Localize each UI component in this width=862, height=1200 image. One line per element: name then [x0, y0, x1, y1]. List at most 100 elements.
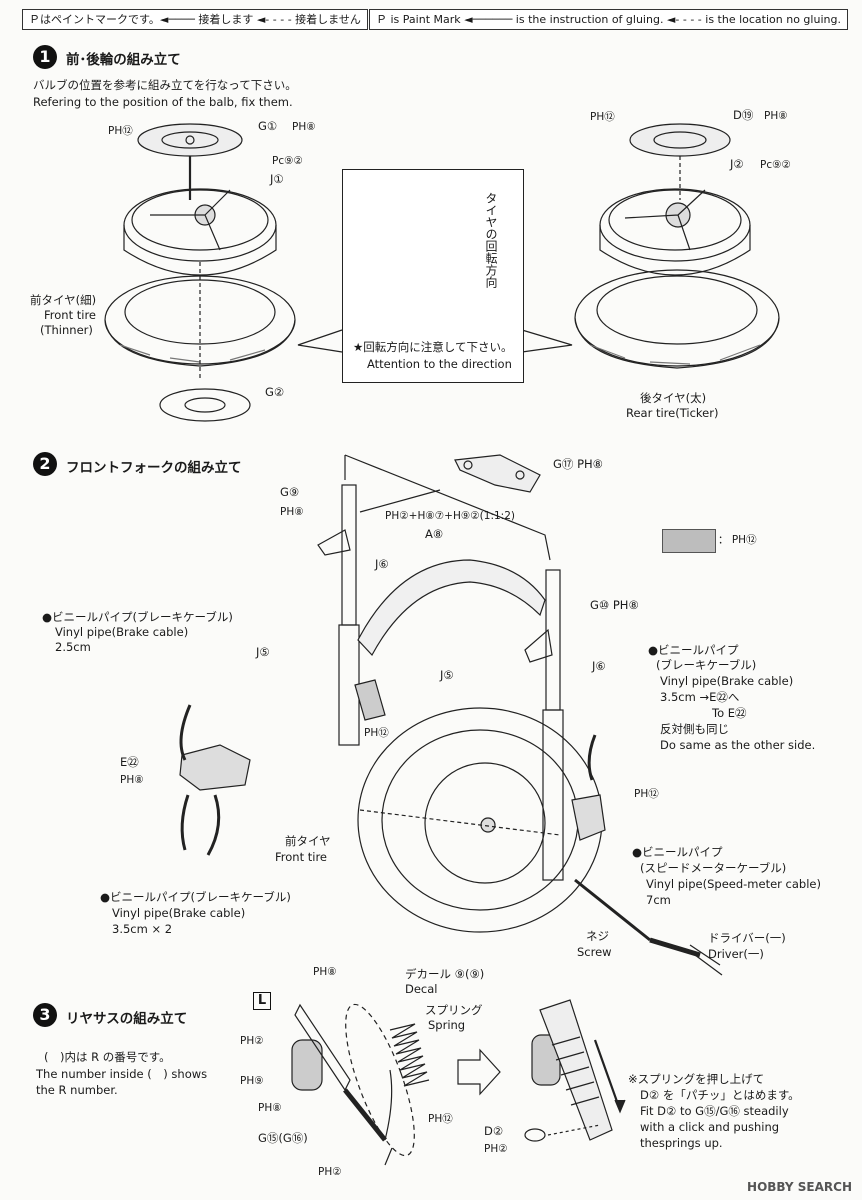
rear-tire-jp-label: 後タイヤ(太) [640, 391, 707, 405]
paint-swatch [662, 529, 716, 553]
driver-en: Driver(一) [708, 947, 764, 961]
attention-jp: ★回転方向に注意して下さい。 [353, 340, 513, 354]
part-j5-left: J⑤ [256, 645, 270, 659]
part-j2: J② [730, 157, 744, 171]
screw-and-driver [574, 878, 723, 976]
fit-note-jp2: D② を「パチッ」とはめます。 [640, 1088, 800, 1102]
paint-mark-ph8-shock: PH⑧ [313, 966, 337, 978]
spring-en: Spring [428, 1018, 466, 1032]
vinyl-speedo-en: Vinyl pipe(Speed-meter cable) [646, 877, 821, 891]
part-j5-mid: J⑤ [440, 668, 454, 682]
front-tire-en-label: Front tire [44, 308, 96, 322]
fit-note-en2: with a click and pushing [640, 1120, 780, 1134]
paint-mark-ph8-rear: PH⑧ [764, 110, 788, 122]
vinyl-speedo-size: 7cm [646, 893, 671, 907]
front-tire-jp-2: 前タイヤ [285, 834, 331, 848]
rotation-direction-label: タイヤの回転方向 [484, 192, 498, 288]
paint-mark-pc92: Pc⑨② [272, 155, 303, 167]
paint-mark-ph12-rear: PH⑫ [590, 111, 615, 123]
vinyl-speedo-jp1: ●ビニールパイプ [632, 845, 723, 859]
paint-mark-ph12-shock: PH⑫ [428, 1113, 453, 1125]
section-number-1: 1 [33, 45, 57, 69]
fit-note-jp1: ※スプリングを押し上げて [628, 1072, 765, 1086]
paint-mix-ratio: PH②+H⑧⑦+H⑨②(1:1:2) [385, 510, 515, 522]
rear-tire [574, 269, 780, 369]
front-tire-en-2: Front tire [275, 850, 327, 864]
part-j1: J① [270, 172, 284, 186]
paint-mark-pc92-rear: Pc⑨② [760, 159, 791, 171]
rear-wheel [599, 188, 751, 276]
paint-mark-ph8-e22: PH⑧ [120, 774, 144, 786]
vinyl-brake-bottom-size: 3.5cm × 2 [112, 922, 173, 936]
section-title-2: フロントフォークの組み立て [66, 460, 242, 476]
attention-en: Attention to the direction [367, 357, 512, 371]
attention-box: タイヤの回転方向 ★回転方向に注意して下さい。 Attention to the… [342, 169, 524, 383]
paint-mark-ph9-shock: PH⑨ [240, 1075, 264, 1087]
spring [389, 1023, 430, 1087]
watermark: HOBBY SEARCH [747, 1180, 852, 1194]
part-g17: G⑰ PH⑧ [553, 457, 603, 471]
part-g9: G⑨ [280, 485, 300, 499]
section-number-2: 2 [33, 452, 57, 476]
rear-tire-en-label: Rear tire(Ticker) [626, 406, 719, 420]
fit-note-en3: thesprings up. [640, 1136, 723, 1150]
screw-jp: ネジ [586, 929, 609, 943]
right-fork-tube [524, 569, 564, 881]
section3-note-en2: the R number. [36, 1083, 118, 1097]
vinyl-brake-bottom-jp: ●ビニールパイプ(ブレーキケーブル) [100, 890, 291, 904]
front-wheel [123, 188, 277, 276]
section3-note-jp: ( )内は R の番号です。 [44, 1050, 171, 1064]
decal-jp: デカール ⑨(⑨) [405, 967, 485, 981]
top-bracket [454, 454, 541, 493]
front-fender [354, 559, 546, 721]
section-title-3: リヤサスの組み立て [66, 1011, 188, 1027]
section-title-1: 前･後輪の組み立て [66, 52, 181, 68]
shock-assembled [531, 999, 626, 1141]
vinyl-brake-left-size: 2.5cm [55, 640, 91, 654]
part-j6-right: J⑥ [592, 659, 606, 673]
paint-swatch-code: ： PH⑫ [718, 534, 757, 546]
vinyl-brake-right-jp1: ●ビニールパイプ [648, 643, 739, 657]
part-d19: D⑲ [733, 108, 754, 122]
part-g15-g16: G⑮(G⑯) [258, 1131, 308, 1145]
driver-jp: ドライバー(一) [708, 931, 786, 945]
vinyl-brake-left-jp: ●ビニールパイプ(ブレーキケーブル) [42, 610, 233, 624]
paint-mark-ph12: PH⑫ [108, 125, 133, 137]
vinyl-brake-right-jp2: (ブレーキケーブル) [656, 658, 757, 672]
arrow-right-icon [457, 1048, 501, 1096]
vinyl-brake-bottom-en: Vinyl pipe(Brake cable) [112, 906, 246, 920]
other-side-jp: 反対側も同じ [660, 722, 729, 736]
front-wheel-assembled [357, 707, 603, 933]
brake-caliper-left [179, 704, 251, 856]
fit-note-en1: Fit D② to G⑮/G⑯ steadily [640, 1104, 789, 1118]
front-tire-jp-label: 前タイヤ(細) [30, 293, 97, 307]
part-g1: G① [258, 119, 278, 133]
legend-jp: Ｐはペイントマークです。◄──── 接着します ◄- - - - 接着しません [22, 9, 368, 30]
screw-en: Screw [577, 945, 612, 959]
other-side-en: Do same as the other side. [660, 738, 816, 752]
paint-mark-ph12-fork: PH⑫ [364, 727, 389, 739]
vinyl-brake-right-to: To E㉒ [712, 706, 747, 720]
paint-mark-ph2-shock-b: PH② [318, 1166, 342, 1178]
paint-mark-ph8-g9: PH⑧ [280, 506, 304, 518]
paint-mark-ph12-hub: PH⑫ [634, 788, 659, 800]
section3-note-en1: The number inside ( ) shows [36, 1067, 208, 1081]
left-fork-tube [317, 484, 360, 746]
front-rear-disc [159, 388, 251, 422]
paint-mark-ph8-shock-b: PH⑧ [258, 1102, 282, 1114]
part-e22: E㉒ [120, 755, 139, 769]
brake-caliper-right [571, 734, 606, 841]
front-brake-disc [137, 123, 243, 157]
decal-en: Decal [405, 982, 438, 996]
shock-body [291, 1003, 387, 1142]
vinyl-brake-right-en: Vinyl pipe(Brake cable) [660, 674, 794, 688]
part-j6-left: J⑥ [375, 557, 389, 571]
section-number-3: 3 [33, 1003, 57, 1027]
part-g2: G② [265, 385, 285, 399]
section1-note-en: Refering to the position of the balb, fi… [33, 95, 293, 109]
part-g10: G⑩ PH⑧ [590, 598, 639, 612]
vinyl-speedo-jp2: (スピードメーターケーブル) [640, 861, 787, 875]
legend-en: Ｐ is Paint Mark ◄────── is the instructi… [369, 9, 848, 30]
paint-mark-ph2-d2: PH② [484, 1143, 508, 1155]
